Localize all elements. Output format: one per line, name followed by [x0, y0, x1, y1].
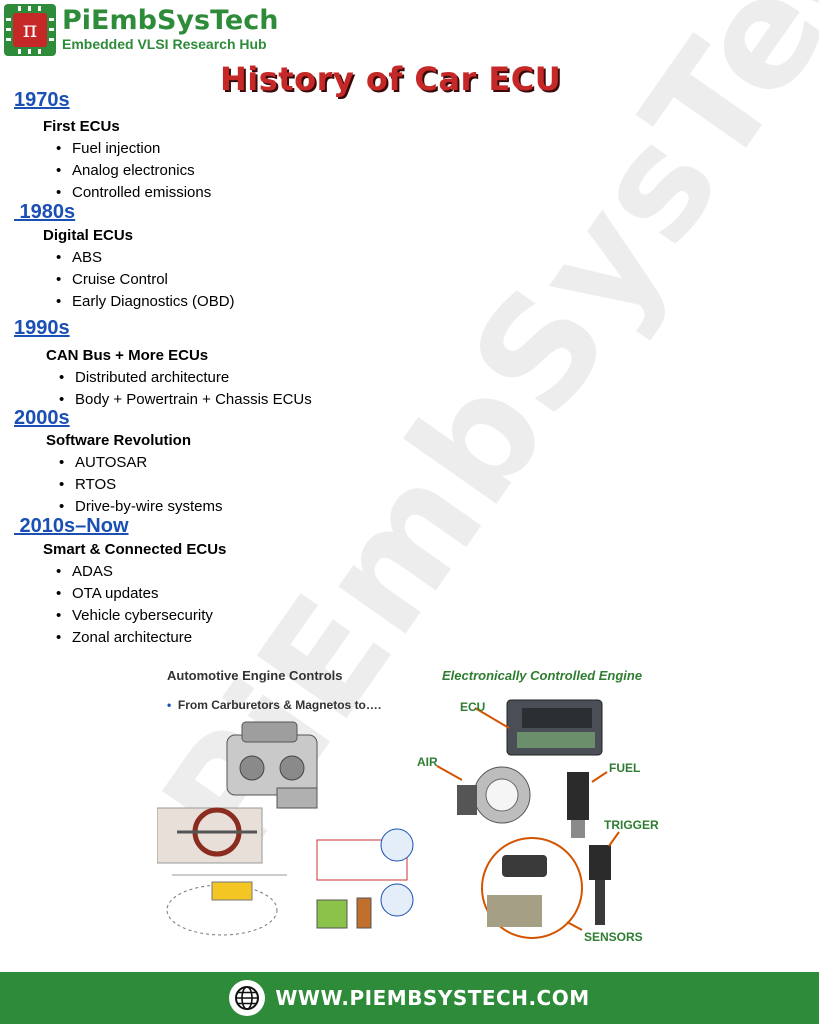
- era-heading: CAN Bus + More ECUs: [46, 347, 209, 364]
- trigger-label: TRIGGER: [604, 818, 659, 832]
- ecu-illustration: Automotive Engine Controls • From Carbur…: [157, 660, 667, 955]
- era-year-link[interactable]: 2000s: [14, 407, 70, 429]
- globe-icon: [229, 980, 266, 1016]
- era-year-link[interactable]: 1980s: [14, 201, 76, 223]
- website-link[interactable]: WWW.PIEMBSYSTECH.COM: [275, 986, 590, 1010]
- illustration-right-title: Electronically Controlled Engine: [442, 668, 643, 683]
- list-item: Drive-by-wire systems: [59, 496, 223, 518]
- era-heading: Smart & Connected ECUs: [43, 541, 227, 558]
- illustration-left-bullet: • From Carburetors & Magnetos to….: [167, 698, 382, 712]
- era-year-link[interactable]: 1990s: [14, 317, 70, 339]
- air-label: AIR: [417, 755, 438, 769]
- list-item: Analog electronics: [56, 160, 211, 182]
- era-2000s: 2000s Software Revolution AUTOSAR RTOS D…: [14, 407, 223, 518]
- era-year-link[interactable]: 1970s: [14, 89, 70, 111]
- era-list: AUTOSAR RTOS Drive-by-wire systems: [59, 452, 223, 518]
- list-item: Distributed architecture: [59, 367, 312, 389]
- list-item: Fuel injection: [56, 138, 211, 160]
- list-item: Zonal architecture: [56, 627, 226, 649]
- era-1990s: 1990s CAN Bus + More ECUs Distributed ar…: [14, 317, 312, 411]
- era-year-link[interactable]: 2010s–Now: [14, 515, 129, 537]
- magneto-icon: [157, 807, 263, 864]
- list-item: ADAS: [56, 561, 226, 583]
- footer: WWW.PIEMBSYSTECH.COM: [0, 972, 819, 1024]
- illustration-drawing: [157, 699, 620, 939]
- era-heading: Digital ECUs: [43, 227, 134, 244]
- carburetor-icon: [226, 721, 318, 809]
- wiring-diagram-icon: [316, 828, 414, 929]
- list-item: Vehicle cybersecurity: [56, 605, 226, 627]
- list-item: Cruise Control: [56, 269, 235, 291]
- sensor-icon: [481, 837, 583, 939]
- era-1980s: 1980s Digital ECUs ABS Cruise Control Ea…: [14, 201, 235, 313]
- era-list: Distributed architecture Body + Powertra…: [59, 367, 312, 411]
- chip-logo-icon: π: [4, 4, 56, 56]
- brand-tagline: Embedded VLSI Research Hub: [62, 36, 267, 52]
- page-title: History of Car ECU: [220, 60, 562, 98]
- list-item: Body + Powertrain + Chassis ECUs: [59, 389, 312, 411]
- ignition-diagram-icon: [166, 874, 287, 936]
- era-heading: First ECUs: [43, 118, 120, 135]
- logo[interactable]: π PiEmbSysTech Embedded VLSI Research Hu…: [4, 4, 278, 56]
- era-list: ADAS OTA updates Vehicle cybersecurity Z…: [56, 561, 226, 649]
- brand-name: PiEmbSysTech: [62, 5, 279, 36]
- list-item: ABS: [56, 247, 235, 269]
- list-item: RTOS: [59, 474, 223, 496]
- era-list: ABS Cruise Control Early Diagnostics (OB…: [56, 247, 235, 313]
- list-item: AUTOSAR: [59, 452, 223, 474]
- ecu-label: ECU: [460, 700, 486, 714]
- era-heading: Software Revolution: [46, 432, 192, 449]
- list-item: Controlled emissions: [56, 182, 211, 204]
- list-item: Early Diagnostics (OBD): [56, 291, 235, 313]
- era-2010s-now: 2010s–Now Smart & Connected ECUs ADAS OT…: [14, 515, 227, 649]
- ecu-module-icon: [506, 699, 603, 756]
- illustration-left-title: Automotive Engine Controls: [167, 668, 343, 683]
- era-1970s: 1970s First ECUs Fuel injection Analog e…: [14, 89, 211, 204]
- fuel-label: FUEL: [609, 761, 641, 775]
- throttle-body-icon: [457, 766, 531, 824]
- fuel-injector-icon: [567, 772, 589, 838]
- list-item: OTA updates: [56, 583, 226, 605]
- sensors-label: SENSORS: [584, 930, 643, 944]
- ignition-coil-icon: [589, 845, 611, 925]
- era-list: Fuel injection Analog electronics Contro…: [56, 138, 211, 204]
